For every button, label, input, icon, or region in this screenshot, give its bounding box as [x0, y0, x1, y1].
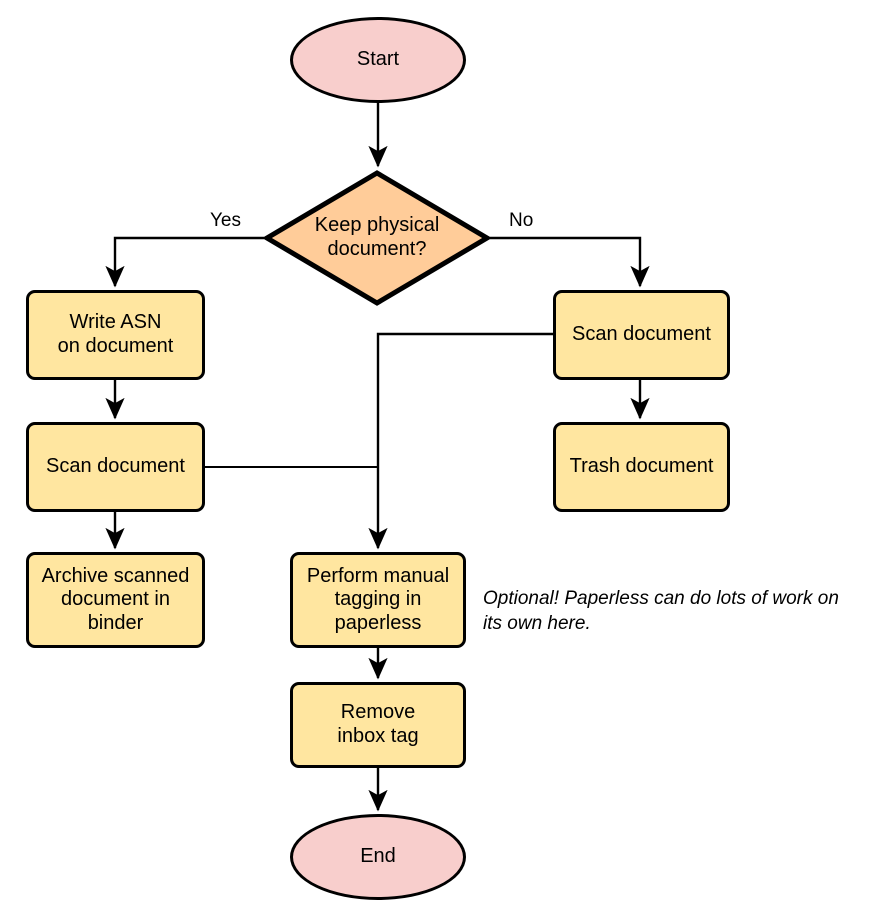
- node-decision-label: Keep physical document?: [314, 214, 440, 260]
- node-write-asn-label: Write ASN on document: [57, 311, 174, 357]
- node-archive-label: Archive scanned document in binder: [41, 564, 190, 634]
- node-start[interactable]: Start: [290, 17, 466, 103]
- node-scan-document-right[interactable]: Scan document: [553, 290, 730, 380]
- edge-decision-yes-to-write-asn: [105, 236, 264, 288]
- node-trash-document-label: Trash document: [569, 455, 714, 478]
- edge-label-no: No: [509, 210, 534, 231]
- node-scan-document-left[interactable]: Scan document: [26, 422, 205, 512]
- node-start-label: Start: [356, 48, 400, 71]
- node-keep-physical-document-decision[interactable]: Keep physical document?: [264, 170, 490, 306]
- node-scan-document-left-label: Scan document: [46, 455, 185, 478]
- node-end-label: End: [360, 845, 396, 868]
- node-write-asn-on-document[interactable]: Write ASN on document: [26, 290, 205, 380]
- edge-scan-right-to-tagging: [368, 332, 553, 550]
- edge-label-yes: Yes: [210, 210, 241, 231]
- node-remove-inbox-tag-label: Remove inbox tag: [337, 701, 419, 747]
- diamond-shape: [264, 170, 490, 306]
- node-remove-inbox-tag[interactable]: Remove inbox tag: [290, 682, 466, 768]
- node-end[interactable]: End: [290, 814, 466, 900]
- node-scan-document-right-label: Scan document: [572, 323, 711, 346]
- node-trash-document[interactable]: Trash document: [553, 422, 730, 512]
- node-archive-scanned-document[interactable]: Archive scanned document in binder: [26, 552, 205, 648]
- annotation-optional-note: Optional! Paperless can do lots of work …: [483, 588, 839, 634]
- node-tagging-label: Perform manual tagging in paperless: [306, 564, 450, 634]
- node-perform-manual-tagging[interactable]: Perform manual tagging in paperless: [290, 552, 466, 648]
- edge-decision-no-to-scan-right: [490, 236, 650, 288]
